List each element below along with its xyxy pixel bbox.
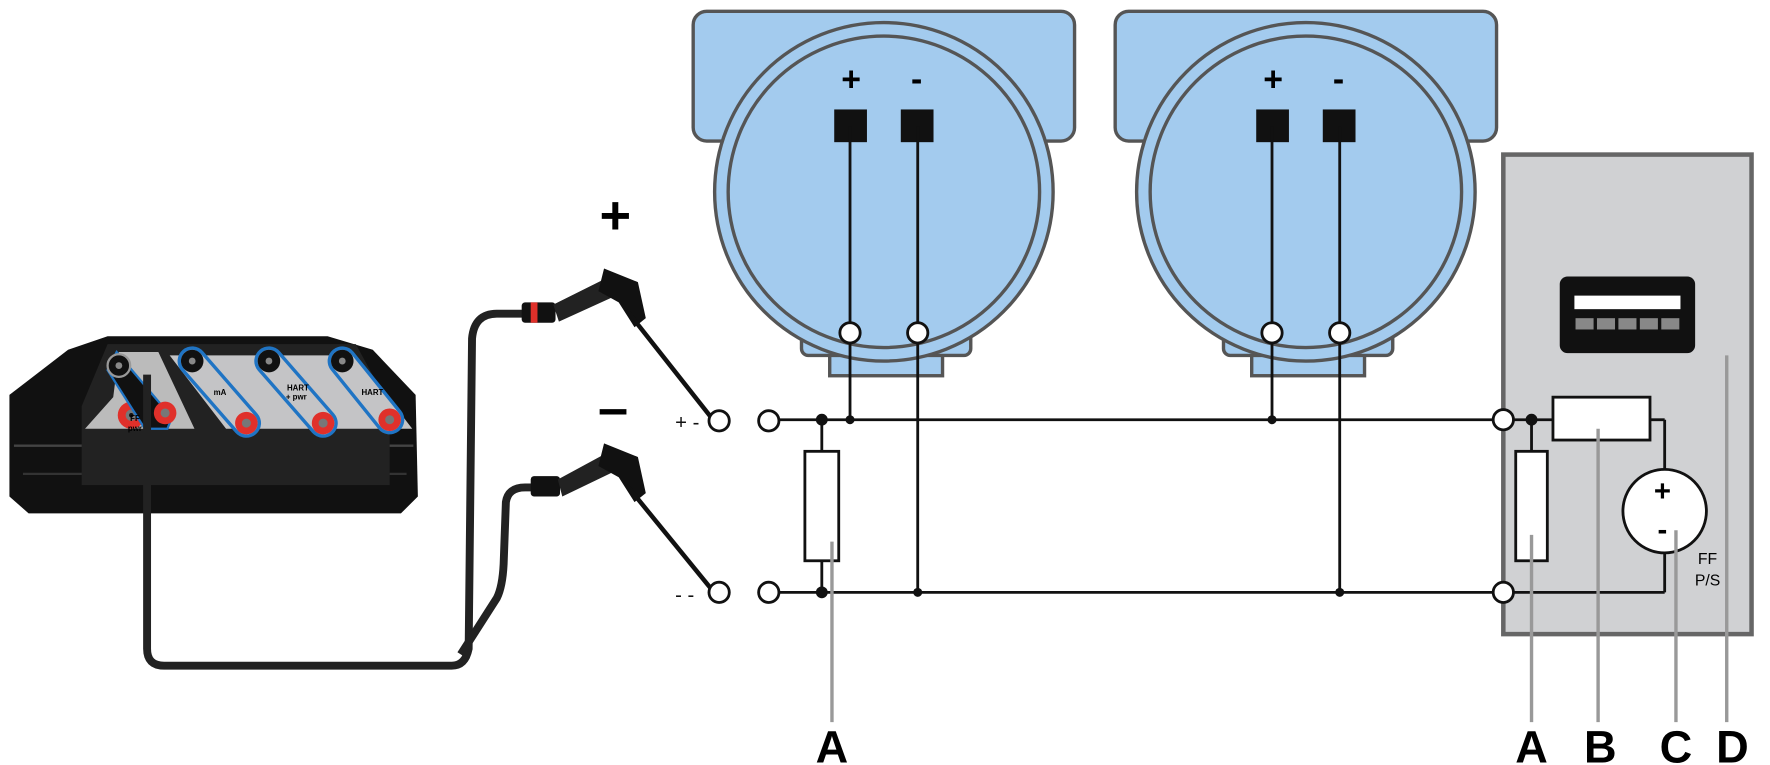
transmitter-2: + - xyxy=(1113,9,1499,597)
psu-label: P/S xyxy=(1695,573,1720,590)
test-clip-negative[interactable] xyxy=(530,443,713,591)
terminal-minus[interactable] xyxy=(707,580,731,604)
jack-label: + pwr xyxy=(286,392,307,401)
bus-terminals: + - - - xyxy=(675,409,1493,606)
jack-pairs: FF pwr mA HART + pwr HART xyxy=(106,346,405,438)
callout-c: C xyxy=(1660,722,1693,765)
terminal-label-minus: - - xyxy=(675,584,694,606)
jack-hart-pwr[interactable]: HART + pwr xyxy=(254,346,338,438)
terminal-label-plus: + - xyxy=(675,412,699,434)
psu-terminal-plus[interactable] xyxy=(1491,408,1515,432)
jack-hart[interactable]: HART xyxy=(327,346,405,435)
terminal-plus[interactable] xyxy=(707,409,731,433)
psu-impedance xyxy=(1551,395,1652,442)
test-leads: + – xyxy=(143,186,714,670)
psu-label: FF xyxy=(1698,551,1718,568)
psu-source xyxy=(1621,467,1708,555)
positive-lead-sign: + xyxy=(600,186,632,246)
transmitter-plus-label: + xyxy=(1263,60,1283,98)
jack-label: mA xyxy=(214,388,227,397)
jack-label: HART xyxy=(361,388,383,397)
jack-label: pwr xyxy=(128,424,142,433)
jack-label: HART xyxy=(287,383,309,392)
psu-terminal-minus[interactable] xyxy=(1491,580,1515,604)
psu-display xyxy=(1559,276,1696,354)
transmitter-1: + - xyxy=(691,9,1077,597)
test-clip-positive[interactable] xyxy=(521,268,714,419)
callout-d: D xyxy=(1716,722,1749,765)
transmitter-minus-label: - xyxy=(911,60,922,98)
negative-lead-sign: – xyxy=(598,379,628,439)
callout-a-left: A xyxy=(816,722,849,765)
psu-plus-sign: + xyxy=(1654,475,1671,508)
ff-power-supply: + - FF P/S xyxy=(1491,152,1754,637)
transmitter-plus-label: + xyxy=(841,60,861,98)
jack-ma[interactable]: mA xyxy=(177,346,262,438)
psu-minus-sign: - xyxy=(1658,513,1668,546)
callout-b: B xyxy=(1584,722,1617,765)
jack-label: FF xyxy=(130,414,140,423)
callout-lines xyxy=(830,355,1729,723)
callout-a-right: A xyxy=(1515,722,1548,765)
transmitter-minus-label: - xyxy=(1333,60,1344,98)
jack-ff-pwr[interactable]: FF pwr xyxy=(106,349,177,433)
